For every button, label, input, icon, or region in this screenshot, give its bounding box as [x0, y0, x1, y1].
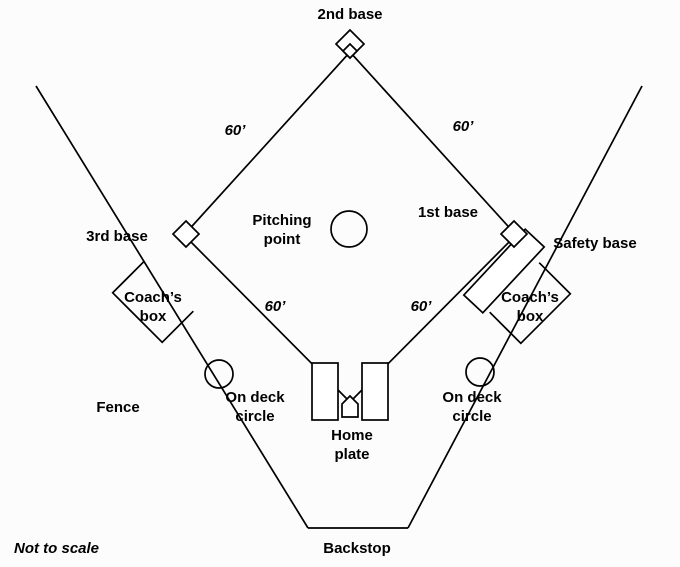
label-backstop: Backstop: [323, 540, 391, 557]
second-base-inner-marker: [341, 42, 359, 60]
home-plate-shape: [341, 394, 359, 418]
label-not-to-scale: Not to scale: [14, 540, 100, 557]
label-distance-home-to-first: 60’: [410, 298, 432, 315]
label-distance-second-to-first: 60’: [452, 118, 474, 135]
label-coachs-box-left: Coach’s box: [124, 289, 182, 325]
on-deck-circle-right-shape: [465, 357, 495, 387]
basepath-diamond: [182, 50, 518, 404]
batters-box-left: [311, 362, 339, 421]
label-on-deck-circle-left: On deck circle: [225, 389, 285, 425]
label-third-base: 3rd base: [86, 228, 148, 245]
label-fence: Fence: [96, 399, 140, 416]
label-second-base: 2nd base: [317, 6, 383, 23]
label-distance-home-to-third: 60’: [264, 298, 286, 315]
first-base-marker: [499, 219, 529, 249]
label-distance-third-to-second: 60’: [224, 122, 246, 139]
label-on-deck-circle-right: On deck circle: [442, 389, 502, 425]
label-pitching-point: Pitching point: [252, 212, 312, 248]
fence-line-left: [35, 85, 309, 529]
batters-box-right: [361, 362, 389, 421]
third-base-marker: [171, 219, 201, 249]
label-coachs-box-right: Coach’s box: [501, 289, 559, 325]
label-safety-base: Safety base: [553, 235, 637, 252]
on-deck-circle-left-shape: [204, 359, 234, 389]
label-first-base: 1st base: [417, 204, 479, 221]
coachs-box-right-shape: [489, 262, 572, 345]
coachs-box-left-shape: [111, 261, 194, 344]
label-home-plate: Home plate: [331, 427, 373, 463]
pitching-point-circle: [330, 210, 368, 248]
fence-line-right: [407, 85, 643, 529]
safety-base-marker: [462, 228, 546, 314]
